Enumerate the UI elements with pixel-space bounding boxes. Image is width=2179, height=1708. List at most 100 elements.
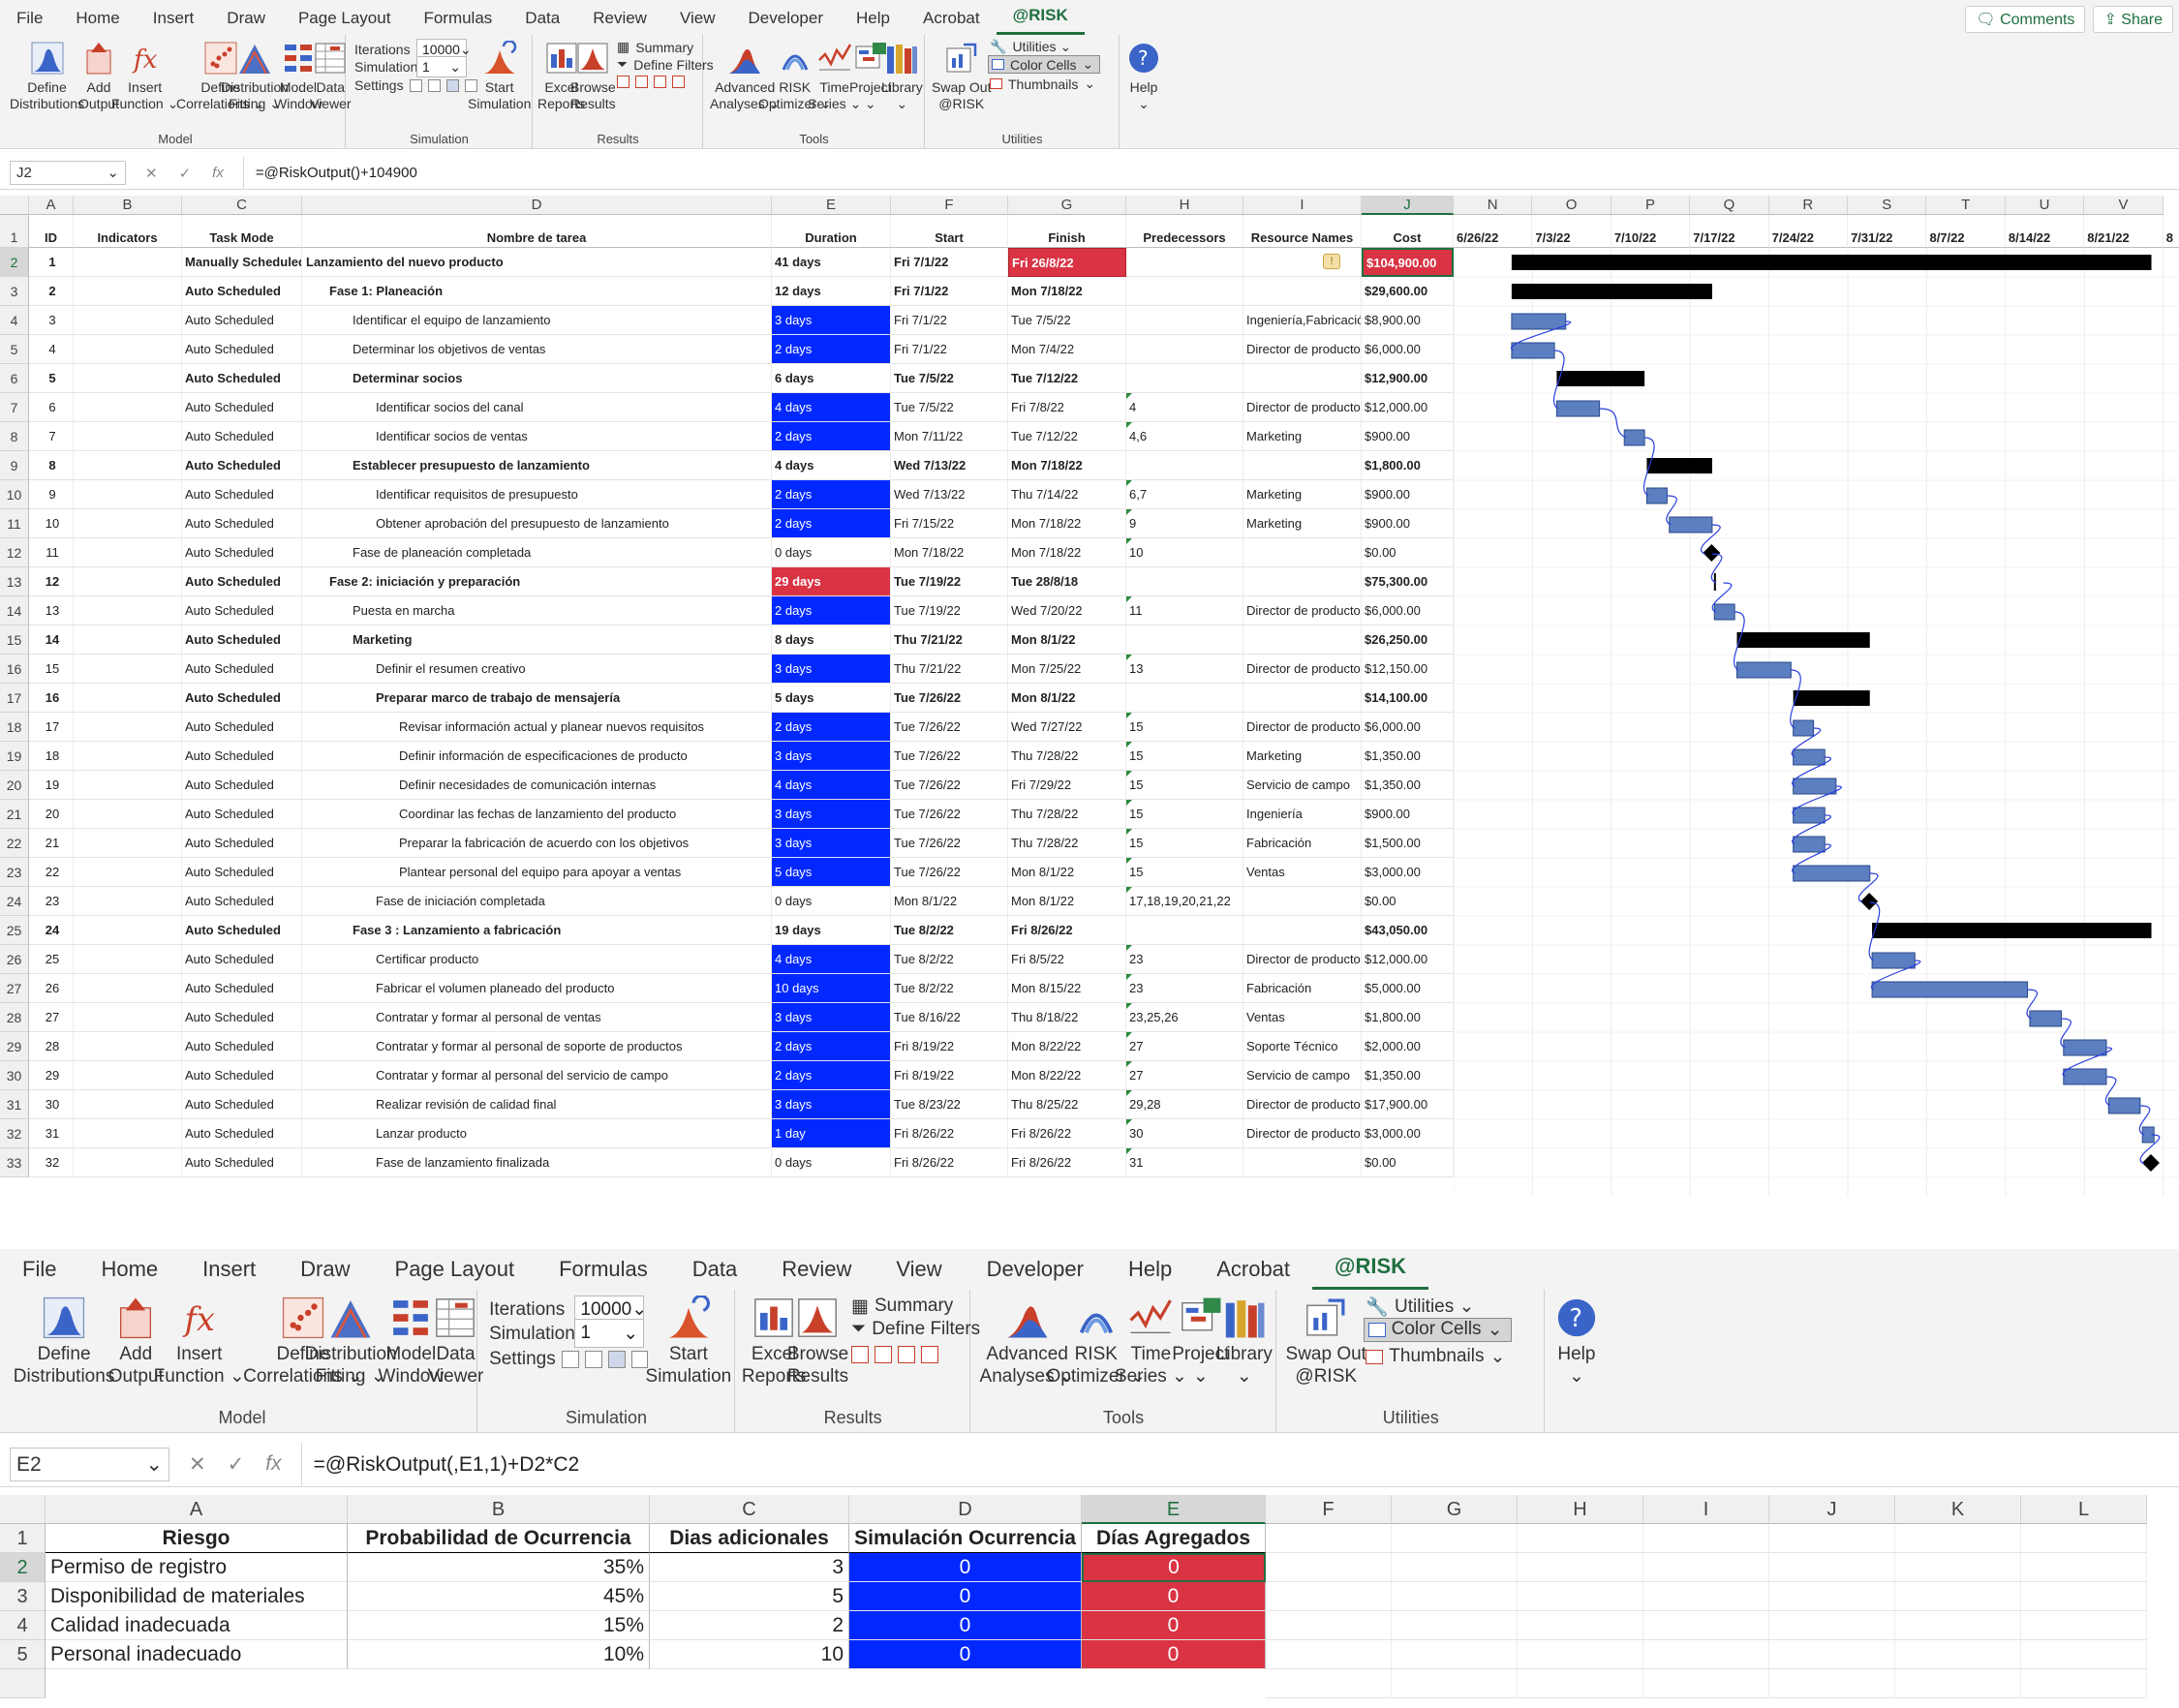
empty-cell[interactable]: [1392, 1640, 1518, 1669]
menu-tab-data[interactable]: Data: [525, 9, 561, 27]
task-name-cell[interactable]: Fase 2: iniciación y preparación: [302, 567, 772, 596]
column-header-v[interactable]: V: [2084, 196, 2164, 215]
row-header-5[interactable]: 5: [0, 1640, 46, 1669]
predecessors-cell[interactable]: 10: [1126, 538, 1243, 567]
finish-cell[interactable]: Mon 7/4/22: [1008, 335, 1126, 364]
empty-cell[interactable]: [1769, 1524, 1895, 1553]
table-icon[interactable]: [851, 1345, 869, 1363]
finish-cell[interactable]: Mon 8/1/22: [1008, 858, 1126, 887]
finish-cell[interactable]: Mon 8/1/22: [1008, 625, 1126, 655]
row-header-5[interactable]: 5: [0, 335, 29, 364]
id-cell[interactable]: 5: [29, 364, 74, 393]
empty-cell[interactable]: [1769, 1640, 1895, 1669]
id-cell[interactable]: 24: [29, 916, 74, 945]
task-mode-cell[interactable]: Auto Scheduled: [182, 713, 302, 742]
project-button[interactable]: Project⌄: [849, 41, 892, 112]
predecessors-cell[interactable]: [1126, 364, 1243, 393]
task-name-cell[interactable]: Preparar marco de trabajo de mensajería: [302, 684, 772, 713]
id-cell[interactable]: 3: [29, 306, 74, 335]
id-cell[interactable]: 7: [29, 422, 74, 451]
summary-bar[interactable]: [1872, 923, 2152, 938]
task-name-cell[interactable]: Identificar el equipo de lanzamiento: [302, 306, 772, 335]
random-icon[interactable]: [561, 1350, 579, 1368]
row-header-2[interactable]: 2: [0, 1553, 46, 1582]
row-header-19[interactable]: 19: [0, 742, 29, 771]
task-mode-cell[interactable]: Auto Scheduled: [182, 1061, 302, 1090]
task-bar[interactable]: [1793, 865, 1871, 882]
header-a[interactable]: ID: [29, 215, 74, 248]
dias-agregados-cell[interactable]: 0: [1082, 1582, 1266, 1611]
task-bar[interactable]: [1793, 719, 1815, 737]
row-header-29[interactable]: 29: [0, 1032, 29, 1061]
row-header-25[interactable]: 25: [0, 916, 29, 945]
indicators-cell[interactable]: [74, 451, 182, 480]
resource-names-cell[interactable]: [1243, 538, 1362, 567]
cost-cell[interactable]: $12,900.00: [1362, 364, 1454, 393]
task-mode-cell[interactable]: Auto Scheduled: [182, 858, 302, 887]
cost-cell[interactable]: $1,800.00: [1362, 451, 1454, 480]
task-mode-cell[interactable]: Auto Scheduled: [182, 364, 302, 393]
simulations-dropdown[interactable]: 1⌄: [574, 1319, 645, 1349]
predecessors-cell[interactable]: 13: [1126, 655, 1243, 684]
empty-cell[interactable]: [1518, 1640, 1643, 1669]
start-cell[interactable]: Tue 7/26/22: [891, 713, 1008, 742]
riesgo-cell[interactable]: Permiso de registro: [46, 1553, 348, 1582]
duration-cell[interactable]: 4 days: [772, 393, 891, 422]
random-icon[interactable]: [409, 78, 422, 92]
task-mode-cell[interactable]: Auto Scheduled: [182, 1148, 302, 1177]
indicators-cell[interactable]: [74, 335, 182, 364]
cost-cell[interactable]: $900.00: [1362, 509, 1454, 538]
duration-cell[interactable]: 2 days: [772, 1032, 891, 1061]
start-cell[interactable]: Fri 7/1/22: [891, 335, 1008, 364]
predecessors-cell[interactable]: 29,28: [1126, 1090, 1243, 1119]
summary-button[interactable]: ▦Summary: [851, 1296, 953, 1318]
empty-cell[interactable]: [2021, 1524, 2147, 1553]
resource-names-cell[interactable]: Marketing: [1243, 742, 1362, 771]
comments-button[interactable]: 🗨 Comments: [1965, 6, 2086, 33]
column-header-a[interactable]: A: [29, 196, 74, 215]
id-cell[interactable]: 14: [29, 625, 74, 655]
task-bar[interactable]: [1793, 836, 1826, 853]
cost-cell[interactable]: $1,350.00: [1362, 771, 1454, 800]
share-button[interactable]: ⇪ Share: [2093, 6, 2173, 33]
task-name-cell[interactable]: Determinar los objetivos de ventas: [302, 335, 772, 364]
task-mode-cell[interactable]: Auto Scheduled: [182, 277, 302, 306]
task-mode-cell[interactable]: Auto Scheduled: [182, 625, 302, 655]
duration-cell[interactable]: 6 days: [772, 364, 891, 393]
finish-cell[interactable]: Fri 7/8/22: [1008, 393, 1126, 422]
finish-cell[interactable]: Thu 7/14/22: [1008, 480, 1126, 509]
empty-cell[interactable]: [1266, 1669, 1392, 1698]
start-cell[interactable]: Tue 7/26/22: [891, 858, 1008, 887]
cost-cell[interactable]: $75,300.00: [1362, 567, 1454, 596]
row-header-1[interactable]: 1: [0, 1524, 46, 1553]
predecessors-cell[interactable]: [1126, 684, 1243, 713]
row-header-9[interactable]: 9: [0, 451, 29, 480]
column-header-r[interactable]: R: [1768, 196, 1849, 215]
column-header-f[interactable]: F: [1266, 1495, 1392, 1524]
resource-names-cell[interactable]: Fabricación: [1243, 974, 1362, 1003]
empty-cell[interactable]: [1895, 1640, 2021, 1669]
indicators-cell[interactable]: [74, 1090, 182, 1119]
empty-cell[interactable]: [1518, 1524, 1643, 1553]
probabilidad-cell[interactable]: 35%: [348, 1553, 650, 1582]
resource-names-cell[interactable]: Director de producto: [1243, 1119, 1362, 1148]
start-cell[interactable]: Tue 8/23/22: [891, 1090, 1008, 1119]
task-name-cell[interactable]: Fase de iniciación completada: [302, 887, 772, 916]
indicators-cell[interactable]: [74, 887, 182, 916]
start-cell[interactable]: Fri 8/19/22: [891, 1032, 1008, 1061]
empty-cell[interactable]: [1643, 1582, 1769, 1611]
chart-icon[interactable]: [897, 1345, 915, 1363]
id-cell[interactable]: 17: [29, 713, 74, 742]
task-mode-cell[interactable]: Auto Scheduled: [182, 916, 302, 945]
task-name-cell[interactable]: Definir información de especificaciones …: [302, 742, 772, 771]
task-name-cell[interactable]: Coordinar las fechas de lanzamiento del …: [302, 800, 772, 829]
row-header-4[interactable]: 4: [0, 306, 29, 335]
id-cell[interactable]: 31: [29, 1119, 74, 1148]
header-f[interactable]: Start: [891, 215, 1008, 248]
task-mode-cell[interactable]: Auto Scheduled: [182, 1090, 302, 1119]
menu-tab-file[interactable]: File: [16, 9, 44, 27]
indicators-cell[interactable]: [74, 974, 182, 1003]
